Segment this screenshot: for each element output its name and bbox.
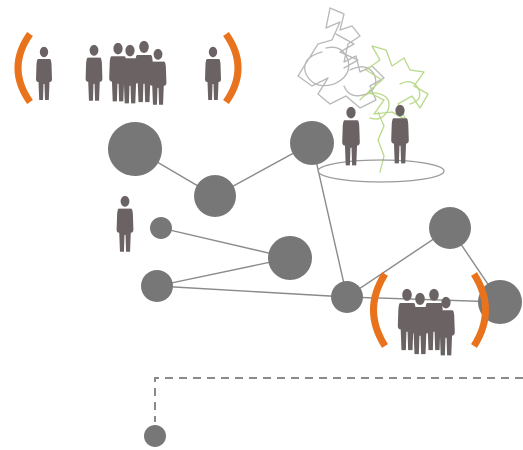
edge <box>311 142 348 298</box>
network-nodes <box>108 121 522 447</box>
node <box>144 425 166 447</box>
edge <box>156 285 348 298</box>
node <box>141 270 173 302</box>
person-icon <box>149 48 167 105</box>
scribble-green-icon <box>359 45 429 173</box>
node <box>331 281 363 313</box>
person-icon <box>36 46 52 100</box>
bracket-icon <box>471 272 489 348</box>
person-icons <box>36 40 455 356</box>
bracket-icon <box>223 31 242 105</box>
node <box>478 280 522 324</box>
node <box>429 207 471 249</box>
node <box>268 236 312 280</box>
node <box>108 122 162 176</box>
edge <box>160 227 291 259</box>
bracket-icon <box>14 31 33 105</box>
person-icon <box>205 46 221 100</box>
edge <box>156 257 291 287</box>
node <box>194 175 236 217</box>
dashed-connector <box>154 377 523 422</box>
bracket-icons <box>14 31 489 348</box>
person-icon <box>342 106 360 166</box>
person-icon <box>116 195 134 252</box>
node <box>290 121 334 165</box>
group-ellipse <box>317 159 445 183</box>
bracket-icon <box>370 272 388 348</box>
person-icon <box>85 44 103 101</box>
node <box>150 217 172 239</box>
